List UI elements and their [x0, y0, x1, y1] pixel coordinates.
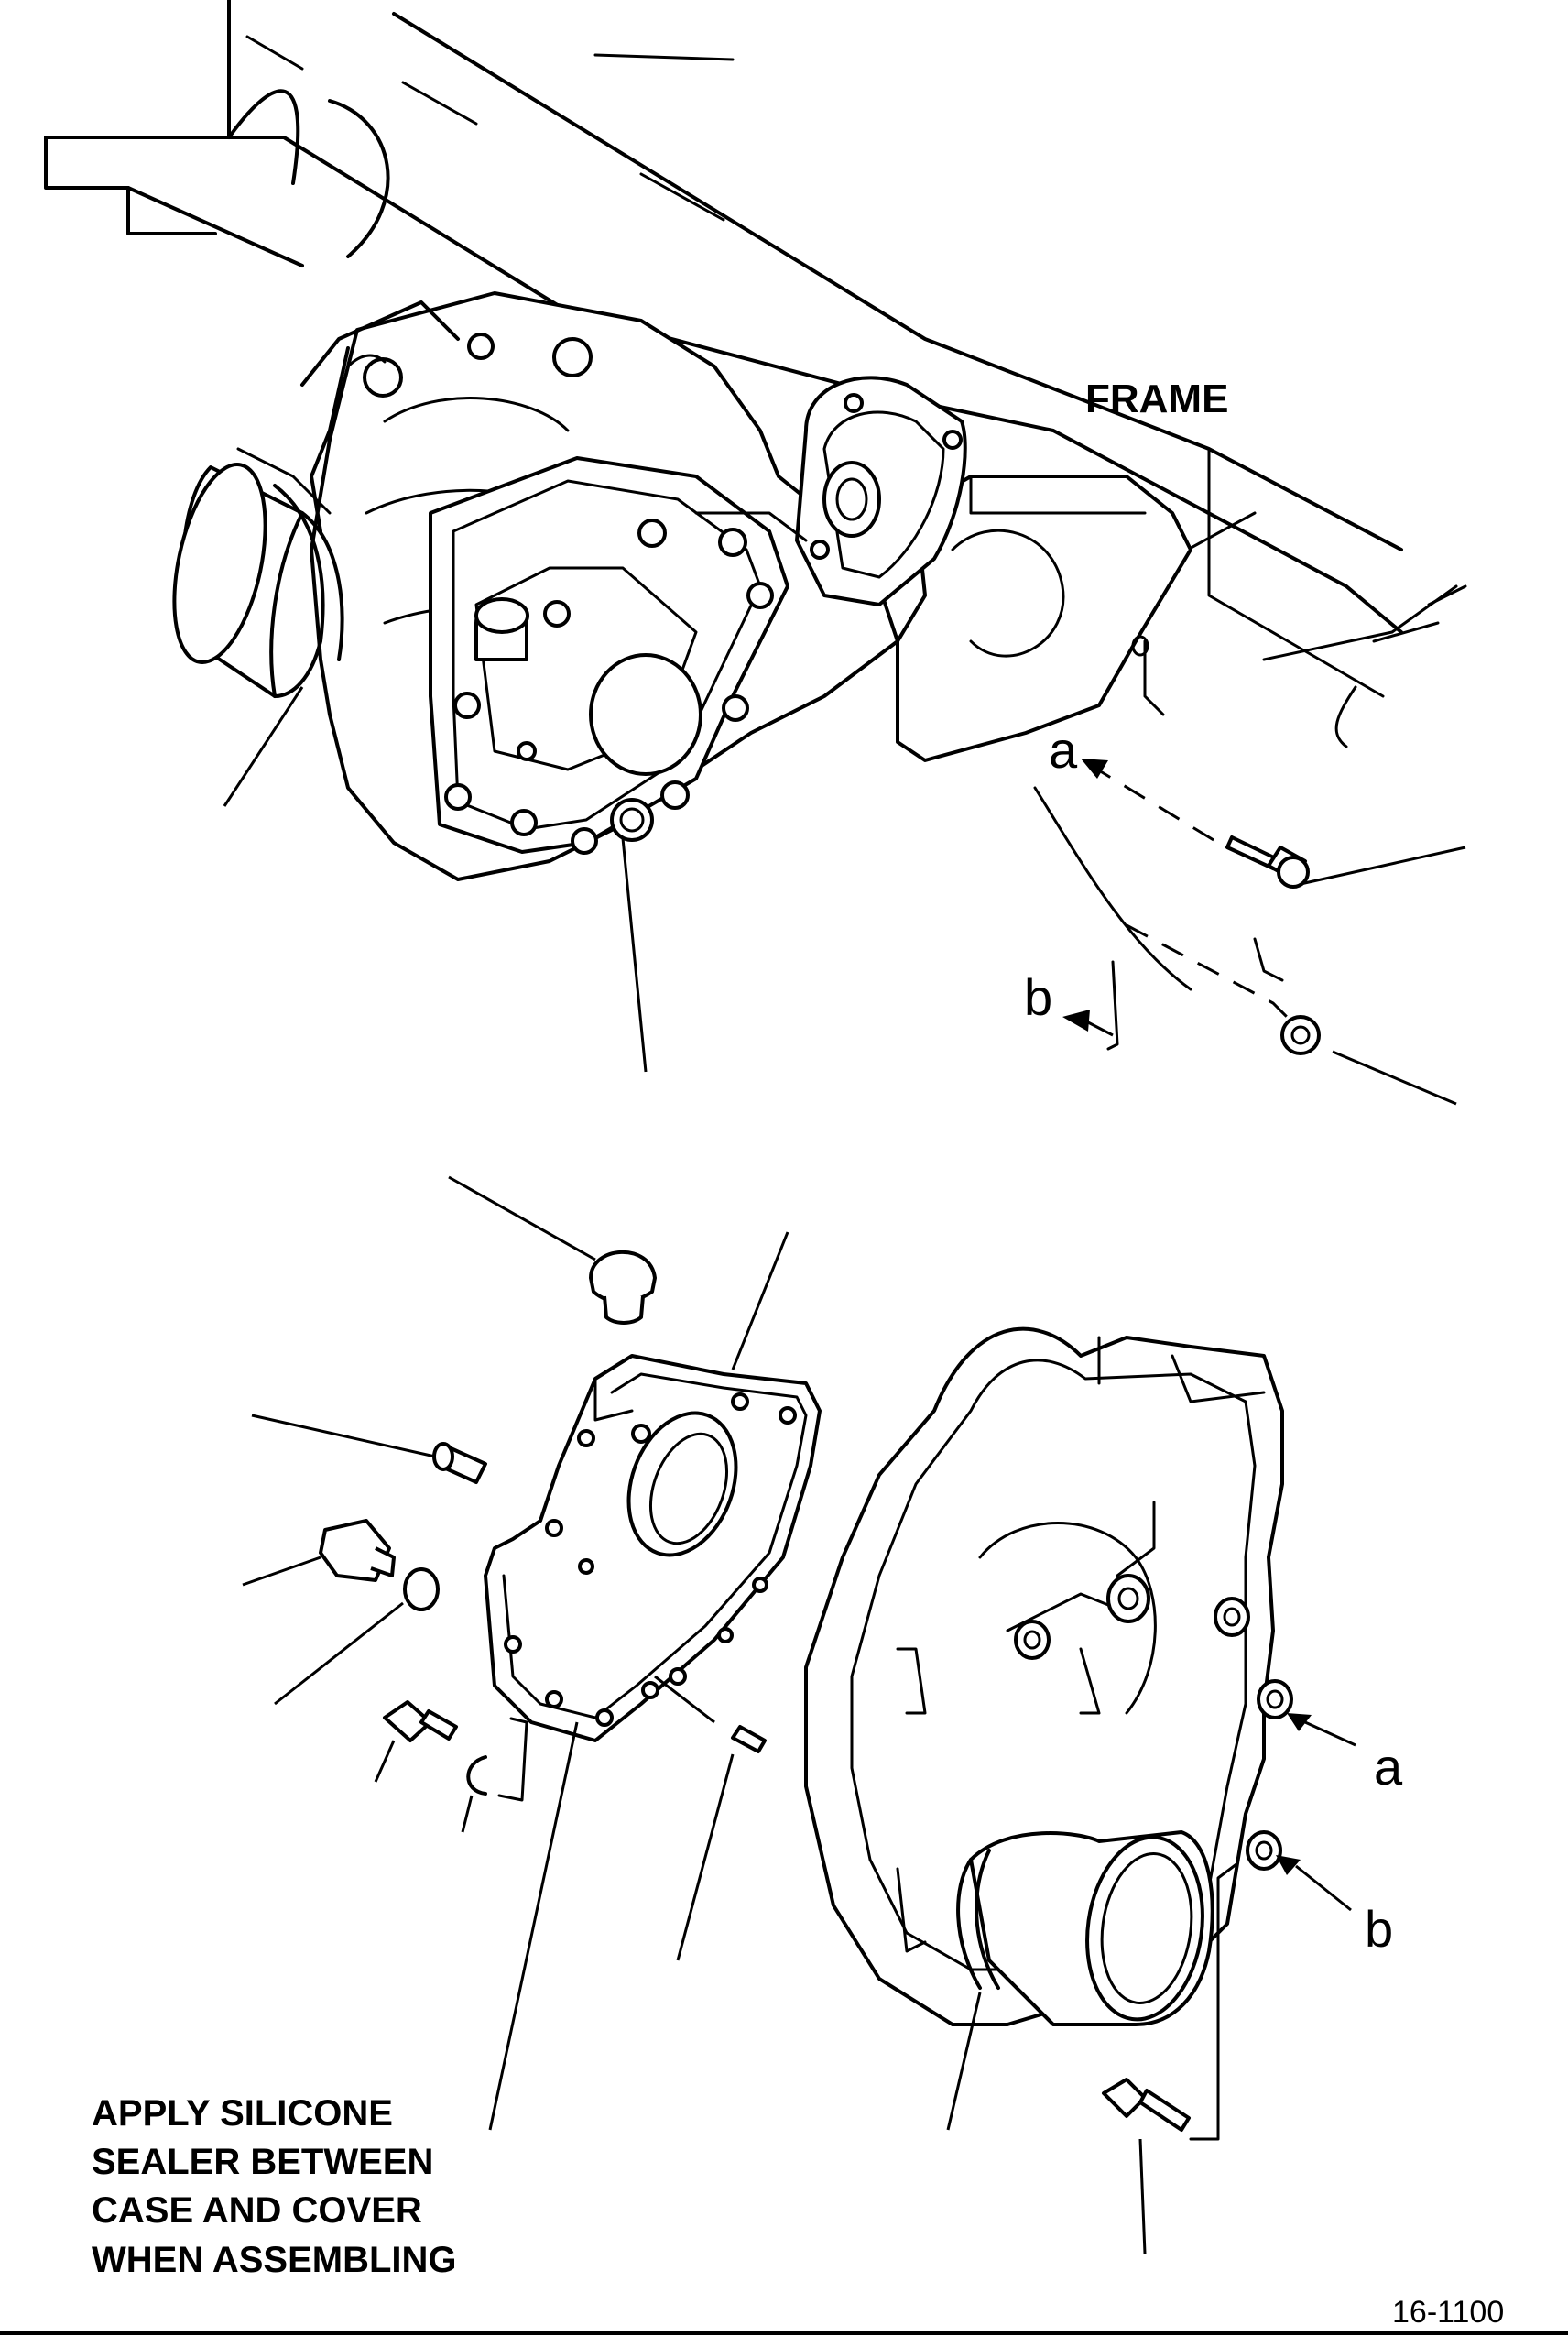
figure-number: 16-1100 [1392, 2295, 1504, 2330]
note-line-3: CASE AND COVER [92, 2190, 422, 2231]
point-b-label-lower: b [1365, 1900, 1393, 1958]
front-cover-plate [429, 456, 789, 855]
output-housing-lower [946, 1830, 1214, 2131]
point-b-label-upper: b [1024, 968, 1052, 1026]
point-a-label-upper: a [1049, 721, 1078, 779]
drain-plug [242, 1519, 396, 1587]
alignment-lines [1033, 763, 1293, 1051]
note-line-1: APPLY SILICONE [92, 2093, 393, 2134]
breather-plug [448, 1175, 657, 1325]
rear-cover-plate [484, 1231, 822, 1742]
arrow-b-lower [1276, 1855, 1301, 1875]
note-leader [488, 1721, 579, 2131]
note-line-2: SEALER BETWEEN [92, 2142, 433, 2182]
arrow-b-upper [1062, 1010, 1090, 1032]
note-line-4: WHEN ASSEMBLING [92, 2240, 457, 2280]
upper-leader-lines [223, 686, 1466, 1106]
point-a-label-lower: a [1374, 1738, 1403, 1796]
frame-label: FRAME [1085, 377, 1228, 421]
dowel-pin [654, 1675, 767, 1961]
case-bolt [1102, 1862, 1238, 2254]
assembly-note: APPLY SILICONE SEALER BETWEEN CASE AND C… [92, 2093, 457, 2280]
cover-bolts [444, 519, 774, 855]
vent-fitting [251, 1414, 487, 1484]
arrow-a-upper [1081, 759, 1108, 779]
cover-bolt [374, 1700, 458, 1783]
frame-nut [1280, 1015, 1321, 1055]
installed-assembly-view [44, 0, 1467, 1106]
frame-bolt [1225, 835, 1310, 889]
lock-washer [461, 1717, 528, 1833]
arrow-a-lower [1287, 1713, 1312, 1731]
exploded-parts-view [242, 1175, 1356, 2254]
rear-retainer [694, 376, 967, 606]
output-housing-upper [172, 447, 344, 698]
o-ring [274, 1567, 440, 1706]
